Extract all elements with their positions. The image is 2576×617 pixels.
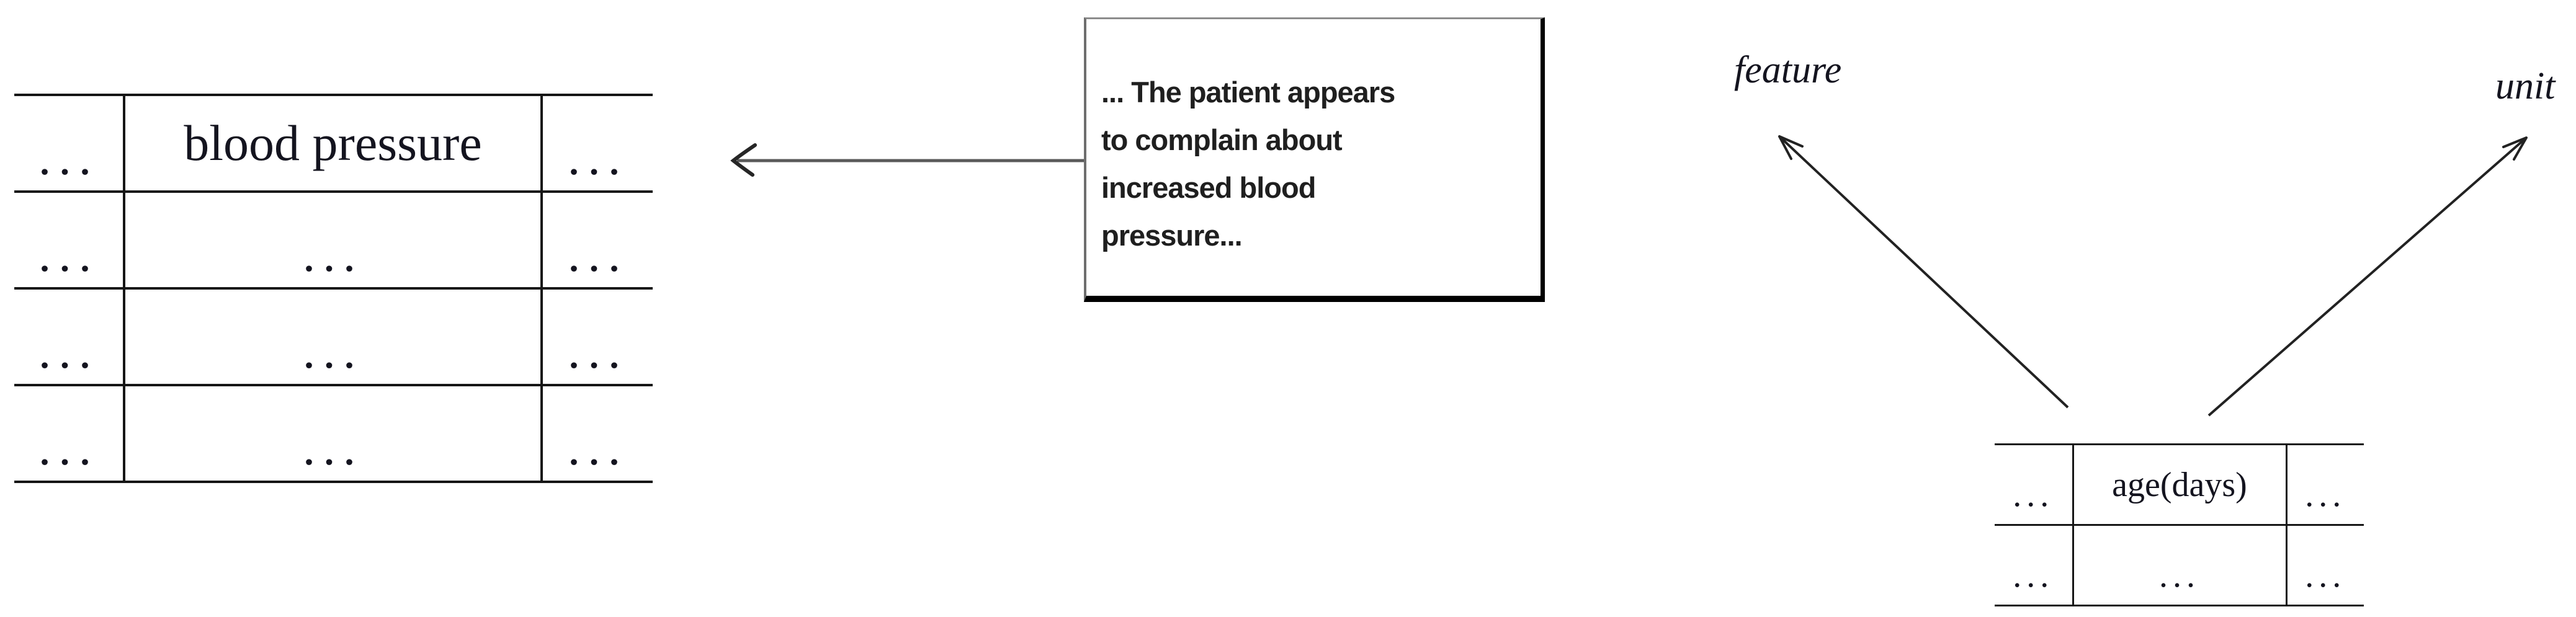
- note-text-line: ... The patient appears: [1101, 76, 1395, 109]
- table-cell: ...: [14, 190, 124, 290]
- table-cell: ...: [2285, 524, 2364, 606]
- table-cell: ...: [123, 190, 542, 290]
- table-cell: ...: [540, 287, 653, 386]
- feature-label: feature: [1734, 49, 1842, 91]
- feature-arrow: [1778, 135, 2069, 409]
- table-cell: ...: [2072, 524, 2286, 606]
- table-cell: ...: [540, 384, 653, 483]
- note-text-line: pressure...: [1101, 219, 1243, 252]
- callout-arrow: [730, 143, 1086, 177]
- table-cell: ...: [540, 190, 653, 290]
- note-box: ... The patient appears to complain abou…: [1084, 17, 1545, 302]
- table-row: ... ... ...: [14, 384, 653, 483]
- table-cell: ...: [14, 384, 124, 483]
- unit-arrow: [2207, 136, 2528, 417]
- table-row: ... ... ...: [1995, 524, 2364, 606]
- table-header-row: ... age(days) ...: [1995, 443, 2364, 526]
- age-days-header-cell: age(days): [2072, 443, 2286, 526]
- age-days-table: ... age(days) ... ... ... ...: [1995, 443, 2364, 606]
- table-cell: ...: [1995, 524, 2073, 606]
- table-cell: ...: [14, 94, 124, 193]
- table-cell: ...: [123, 287, 542, 386]
- note-text-line: increased blood: [1101, 171, 1316, 204]
- unit-label: unit: [2495, 65, 2556, 107]
- table-row: ... ... ...: [14, 190, 653, 290]
- table-cell: ...: [2285, 443, 2364, 526]
- note-text-line: to complain about: [1101, 123, 1343, 156]
- table-cell: ...: [14, 287, 124, 386]
- table-row: ... ... ...: [14, 287, 653, 386]
- blood-pressure-header-cell: blood pressure: [123, 94, 542, 193]
- table-cell: ...: [123, 384, 542, 483]
- table-header-row: ... blood pressure ...: [14, 94, 653, 193]
- table-cell: ...: [1995, 443, 2073, 526]
- blood-pressure-table: ... blood pressure ... ... ... ... ... .…: [14, 94, 653, 483]
- table-cell: ...: [540, 94, 653, 193]
